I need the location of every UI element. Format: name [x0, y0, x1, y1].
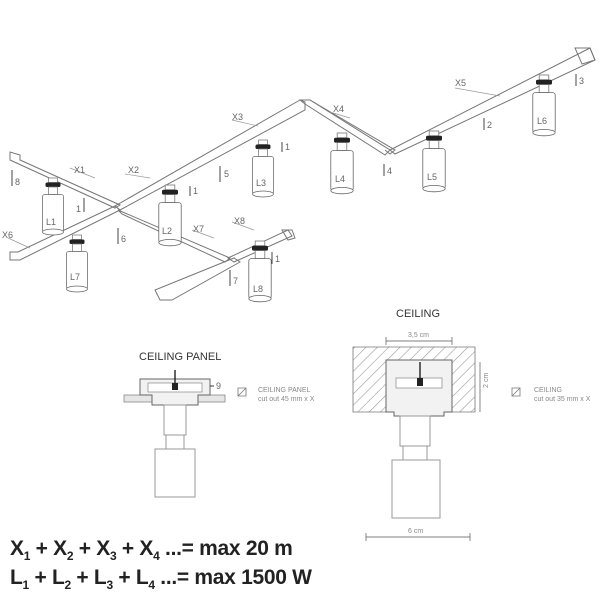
formula-track-length: X1 + X2 + X3 + X4 ...= max 20 m	[10, 537, 293, 564]
connector-label-9: 9	[216, 381, 221, 391]
formula-subscript: 2	[64, 578, 71, 593]
formula-operator: +	[70, 566, 94, 589]
track-label-x3: X3	[232, 112, 243, 122]
ceiling-panel-detail: CEILING PANEL 9 CEILING PANEL cut out 45…	[123, 351, 315, 498]
track-x6	[9, 205, 121, 261]
ceiling-height-label: 2 cm	[483, 373, 490, 388]
connector-label-1d: 1	[275, 254, 280, 264]
track-x2	[114, 99, 306, 211]
formula-subscript: 4	[153, 549, 160, 564]
connector-label-1c: 1	[285, 142, 290, 152]
formula-operator: +	[30, 537, 54, 560]
formula-term: X	[53, 537, 67, 560]
track-x5	[389, 47, 596, 155]
lamp-label-l8: L8	[253, 284, 263, 294]
ceiling-detail: CEILING 3,5 cm 2 cm 6 cm CEILING cut out…	[352, 308, 591, 541]
track-label-x1: X1	[74, 165, 85, 175]
formula-term: L	[51, 566, 65, 589]
track-x8-end	[281, 229, 296, 241]
connector-label-8: 8	[15, 177, 20, 187]
formula-subscript: 1	[23, 549, 31, 564]
ceiling-width-label: 3,5 cm	[408, 332, 429, 339]
formula-term: X	[96, 537, 110, 560]
track-x5-end	[574, 47, 596, 65]
cutout-icon	[237, 387, 247, 397]
formula-operator: +	[73, 537, 97, 560]
connector-label-5: 5	[224, 169, 229, 179]
connector-label-1a: 1	[76, 204, 81, 214]
formula-subscript: 4	[148, 578, 155, 593]
lamp-label-l2: L2	[162, 226, 172, 236]
track-label-x5: X5	[455, 78, 466, 88]
formula-term: X	[10, 537, 24, 560]
formula-operator: ...= max 1500 W	[154, 566, 312, 589]
lamp-label-l3: L3	[256, 178, 266, 188]
formula-operator: ...= max 20 m	[159, 537, 293, 560]
ceiling-note-title: CEILING	[534, 387, 562, 394]
lamp-label-l1: L1	[46, 217, 56, 227]
lamp-label-l6: L6	[537, 116, 547, 126]
ceiling-panel-title: CEILING PANEL	[139, 351, 221, 363]
ceiling-panel-note-detail: cut out 45 mm x X	[258, 396, 315, 403]
formula-operator: +	[28, 566, 52, 589]
lamps	[42, 74, 556, 303]
formula-term: L	[135, 566, 149, 589]
formula-total-power: L1 + L2 + L3 + L4 ...= max 1500 W	[10, 566, 312, 592]
lamp-label-l7: L7	[70, 272, 80, 282]
dimension-leaders	[7, 87, 501, 249]
connector-label-1b: 1	[193, 186, 198, 196]
connector-label-7: 7	[233, 276, 238, 286]
cutout-icon	[511, 387, 521, 397]
formula-operator: +	[112, 566, 136, 589]
formula-subscript: 2	[66, 549, 74, 564]
track-label-group: X1 X2 X3 X4 X5 X6 X7 X8	[2, 78, 466, 240]
ceiling-title: CEILING	[396, 308, 440, 320]
ceiling-bottom-label: 6 cm	[408, 528, 423, 535]
connector-ticks	[11, 74, 577, 286]
track-label-x6: X6	[2, 230, 13, 240]
track-label-x8: X8	[234, 216, 245, 226]
lamp-label-l4: L4	[335, 174, 345, 184]
track-x7-lower	[154, 257, 241, 301]
track-label-x2: X2	[128, 165, 139, 175]
formula-subscript: 1	[22, 578, 30, 593]
formula-term: L	[10, 566, 23, 589]
formula-subscript: 3	[110, 549, 117, 564]
lamp-label-l5: L5	[427, 172, 437, 182]
track-label-x4: X4	[333, 104, 344, 114]
connector-label-group: 8 1 1 5 6 1 4 2 3 7 1	[15, 76, 584, 286]
connector-label-3: 3	[579, 76, 584, 86]
formula-operator: +	[116, 537, 140, 560]
ceiling-note-detail: cut out 35 mm x X	[534, 396, 591, 403]
track-label-x7: X7	[193, 224, 204, 234]
track-x1	[9, 151, 122, 209]
formula-term: X	[139, 537, 154, 560]
lamp-label-group: L1 L2 L3 L4 L5 L6 L7 L8	[46, 116, 547, 294]
track-x8	[226, 229, 293, 263]
formula-subscript: 3	[106, 578, 113, 593]
connector-label-6: 6	[121, 234, 126, 244]
formula-term: L	[93, 566, 107, 589]
connector-label-4: 4	[387, 166, 392, 176]
track-network	[9, 47, 596, 301]
ceiling-panel-note-title: CEILING PANEL	[258, 387, 310, 394]
connector-label-2: 2	[487, 120, 492, 130]
